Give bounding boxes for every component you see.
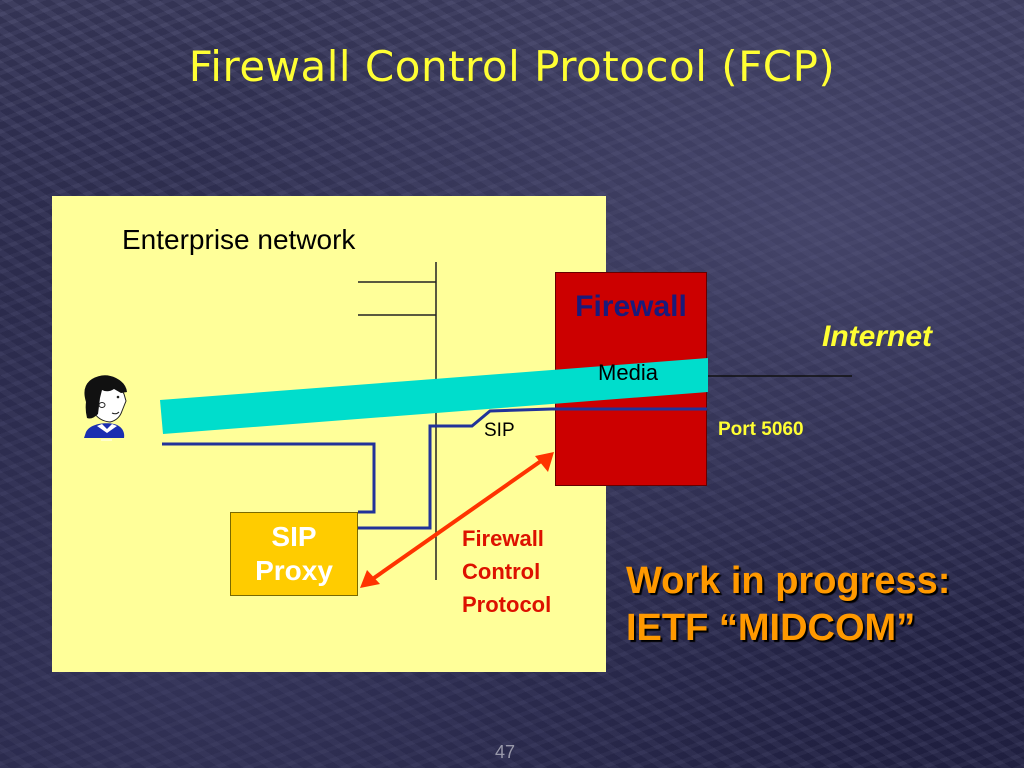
media-pipe	[160, 358, 708, 434]
fcp-arrow	[360, 452, 554, 588]
port-5060-label: Port 5060	[718, 419, 804, 440]
sip-label: SIP	[484, 420, 515, 441]
work-in-progress-note: Work in progress: IETF “MIDCOM”	[626, 558, 950, 652]
sip-proxy-label-line-2: Proxy	[255, 555, 333, 586]
person-icon	[84, 375, 127, 441]
firewall-label: Firewall	[575, 290, 687, 323]
internet-label: Internet	[822, 320, 933, 353]
fcp-arrow-head-proxy	[360, 570, 380, 588]
page-number: 47	[495, 742, 516, 762]
wip-line-2: IETF “MIDCOM”	[626, 607, 916, 649]
fcp-label-line-2: Control	[462, 559, 541, 584]
fcp-arrow-head-firewall	[535, 452, 554, 472]
sip-signalling-lines	[162, 407, 707, 530]
slide-title: Firewall Control Protocol (FCP)	[188, 42, 836, 91]
media-label: Media	[598, 360, 658, 385]
user-to-proxy-line	[162, 442, 376, 514]
enterprise-network-label: Enterprise network	[122, 224, 356, 255]
fcp-label-line-1: Firewall	[462, 526, 544, 551]
sip-proxy-box: SIP Proxy	[230, 512, 358, 596]
firewall-control-protocol-label: Firewall Control Protocol	[462, 522, 551, 621]
fcp-label-line-3: Protocol	[462, 592, 552, 617]
proxy-to-internet-line	[358, 407, 707, 530]
lan-lines	[358, 262, 437, 580]
wip-line-1: Work in progress:	[626, 560, 951, 602]
sip-proxy-label-line-1: SIP	[271, 521, 317, 552]
